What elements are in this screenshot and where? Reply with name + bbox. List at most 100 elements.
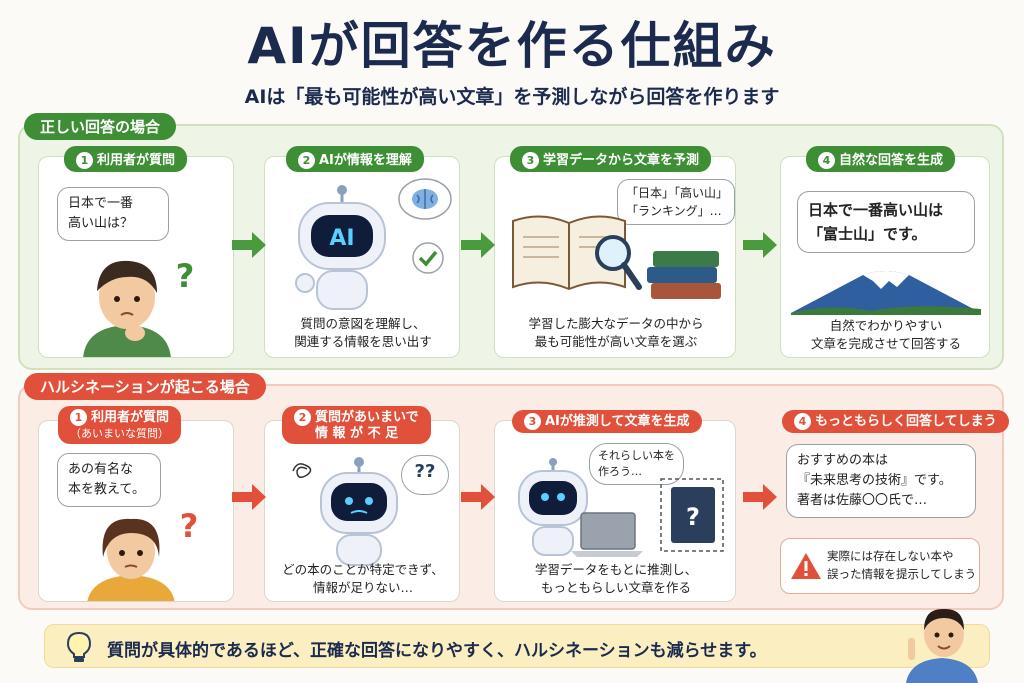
step-number: 2 [298, 152, 315, 169]
question-mark-icon: ? [180, 507, 199, 543]
warning-line-1: 実際には存在しない本や [827, 549, 954, 563]
step-title: もっともらしく回答してしまう [815, 414, 997, 429]
step-caption: 学習した膨大なデータの中から 最も可能性が高い文章を選ぶ [495, 315, 735, 351]
bubble-line-2: 「ランキング」… [626, 204, 722, 218]
caption-line-2: 情報が足りない… [312, 580, 413, 595]
red-arrow-icon [232, 484, 266, 510]
page-subtitle: AIは「最も可能性が高い文章」を予測しながら回答を作ります [244, 86, 780, 108]
correct-step-1-card: 日本で一番 高い山は？ ? [38, 156, 234, 358]
green-arrow-icon [461, 232, 495, 258]
check-icon [412, 242, 444, 274]
thinking-user-icon [83, 260, 171, 357]
caption-line-1: 学習データをもとに推測し、 [534, 562, 698, 577]
red-arrow-icon [461, 484, 495, 510]
step-subtitle: 情 報 が 不 足 [315, 426, 399, 441]
step-title: 利用者が質問 [97, 153, 176, 168]
answer-line-3: 著者は佐藤〇〇氏で… [797, 493, 928, 508]
caption-line-2: 最も可能性が高い文章を選ぶ [534, 334, 698, 349]
step-subtitle: （あいまいな質問） [70, 427, 169, 440]
hallucination-step-2-title: 2 質問があいまいで 情 報 が 不 足 [282, 406, 431, 444]
correct-step-4-title: 4 自然な回答を生成 [806, 146, 956, 172]
bubble-line-1: あの有名な [68, 462, 134, 477]
hallucination-step-4-title: 4 もっともらしく回答してしまう [782, 410, 1009, 433]
book-icon [512, 215, 626, 291]
hallucination-step-3-card: それらしい本を 作ろう… ? 学習データをもとに推測し、 もっともらしい文章を作… [494, 420, 736, 602]
step-title: AIが情報を理解 [319, 153, 412, 168]
answer-bubble: 日本で一番高い山は 「富士山」です。 [797, 191, 975, 253]
correct-step-3-title: 3 学習データから文章を予測 [510, 146, 712, 172]
green-arrow-icon [232, 232, 266, 258]
svg-text:?: ? [176, 257, 195, 293]
book-stack-icon [647, 251, 721, 299]
bubble-line-2: 本を教えて。 [68, 482, 145, 497]
step-title: AIが推測して文章を生成 [545, 414, 690, 429]
bubble-line-1: 日本で一番 [68, 196, 134, 211]
correct-section-label: 正しい回答の場合 [24, 113, 177, 140]
correct-step-1-title: 1 利用者が質問 [64, 146, 188, 172]
page-title: AIが回答を作る仕組み [247, 17, 777, 75]
hallucination-section-label: ハルシネーションが起こる場合 [24, 373, 266, 400]
user-question-bubble: 日本で一番 高い山は？ [57, 187, 169, 241]
bubble-line-1: 「日本」「高い山」 [626, 186, 729, 200]
hallucination-step-4-card: おすすめの本は 『未来思考の技術』です。 著者は佐藤〇〇氏で… 実際には存在しな… [780, 420, 990, 602]
confused-thought-bubble: ?? [401, 455, 449, 495]
step-number: 2 [294, 409, 311, 426]
mountain-icon [791, 271, 981, 315]
step-title: 利用者が質問 [91, 410, 170, 425]
ai-robot-icon [518, 458, 588, 556]
hallucination-step-1-title: 1 利用者が質問 （あいまいな質問） [58, 406, 182, 444]
caption-line-1: 自然でわかりやすい [829, 318, 943, 333]
step-caption: 質問の意図を理解し、 関連する情報を思い出す [265, 315, 459, 351]
tip-banner: 質問が具体的であるほど、正確な回答になりやすく、ハルシネーションも減らせます。 [44, 624, 990, 668]
step-title: 自然な回答を生成 [839, 153, 944, 168]
red-arrow-icon [743, 484, 777, 510]
step-number: 1 [76, 152, 93, 169]
warning-box: 実際には存在しない本や 誤った情報を提示してしまう [780, 538, 980, 594]
thinking-user-icon [87, 518, 175, 601]
question-mark-icon: ? [176, 257, 195, 293]
answer-line-1: おすすめの本は [797, 453, 889, 468]
bubble-line-2: 作ろう… [598, 465, 642, 478]
step-caption: どの本のことか特定できず、 情報が足りない… [265, 561, 459, 597]
bubble-line-1: 日本で一番高い山は [808, 201, 944, 219]
step-title: 質問があいまいで [315, 410, 419, 425]
svg-text:?: ? [180, 507, 199, 543]
hallucination-step-2-card: ?? どの本のことか特定できず、 情報が足りない… [264, 420, 460, 602]
bubble-line-2: 「富士山」です。 [808, 225, 927, 243]
step-number: 3 [524, 413, 541, 430]
hallucination-step-1-card: あの有名な 本を教えて。 ? [38, 420, 234, 602]
caption-line-2: 文章を完成させて回答する [810, 336, 961, 351]
magnifier-icon [595, 235, 642, 290]
step-caption: 自然でわかりやすい 文章を完成させて回答する [781, 317, 989, 353]
step-number: 1 [70, 409, 87, 426]
prediction-bubble: 「日本」「高い山」 「ランキング」… [617, 179, 735, 225]
answer-line-2: 『未来思考の技術』です。 [797, 473, 952, 488]
step-caption: 学習データをもとに推測し、 もっともらしい文章を作る [495, 561, 735, 597]
bubble-line-2: 高い山は？ [68, 216, 134, 231]
scribble-icon [292, 463, 312, 478]
step-number: 3 [522, 152, 539, 169]
correct-step-2-card: AI 質問の意図を理解し、 関連する情報を思い出す [264, 156, 460, 358]
correct-step-4-card: 日本で一番高い山は 「富士山」です。 自然でわかりやすい 文章を完成させて回答す… [780, 156, 990, 358]
caption-line-1: どの本のことか特定できず、 [282, 562, 444, 577]
brain-icon [398, 178, 452, 220]
tip-text: 質問が具体的であるほど、正確な回答になりやすく、ハルシネーションも減らせます。 [107, 641, 767, 661]
wrong-answer-bubble: おすすめの本は 『未来思考の技術』です。 著者は佐藤〇〇氏で… [786, 444, 976, 518]
step-number: 4 [818, 152, 835, 169]
warning-line-2: 誤った情報を提示してしまう [827, 567, 977, 581]
robot-thought-bubble: それらしい本を 作ろう… [589, 443, 684, 485]
ai-robot-icon: AI [295, 185, 386, 310]
correct-step-2-title: 2 AIが情報を理解 [286, 146, 424, 172]
svg-text:AI: AI [329, 226, 354, 251]
caption-line-1: 質問の意図を理解し、 [300, 316, 426, 331]
lightbulb-icon [66, 631, 92, 662]
mystery-book-icon: ? [660, 478, 724, 552]
caption-line-2: 関連する情報を思い出す [294, 334, 432, 349]
confused-robot-icon [320, 457, 398, 566]
user-question-bubble: あの有名な 本を教えて。 [57, 453, 161, 507]
hallucination-step-3-title: 3 AIが推測して文章を生成 [512, 410, 702, 433]
step-title: 学習データから文章を予測 [543, 153, 700, 168]
bubble-line-1: それらしい本を [598, 449, 675, 462]
correct-step-3-card: 「日本」「高い山」 「ランキング」… 学習した膨大なデータの中から 最も可能性が… [494, 156, 736, 358]
step-number: 4 [794, 413, 811, 430]
